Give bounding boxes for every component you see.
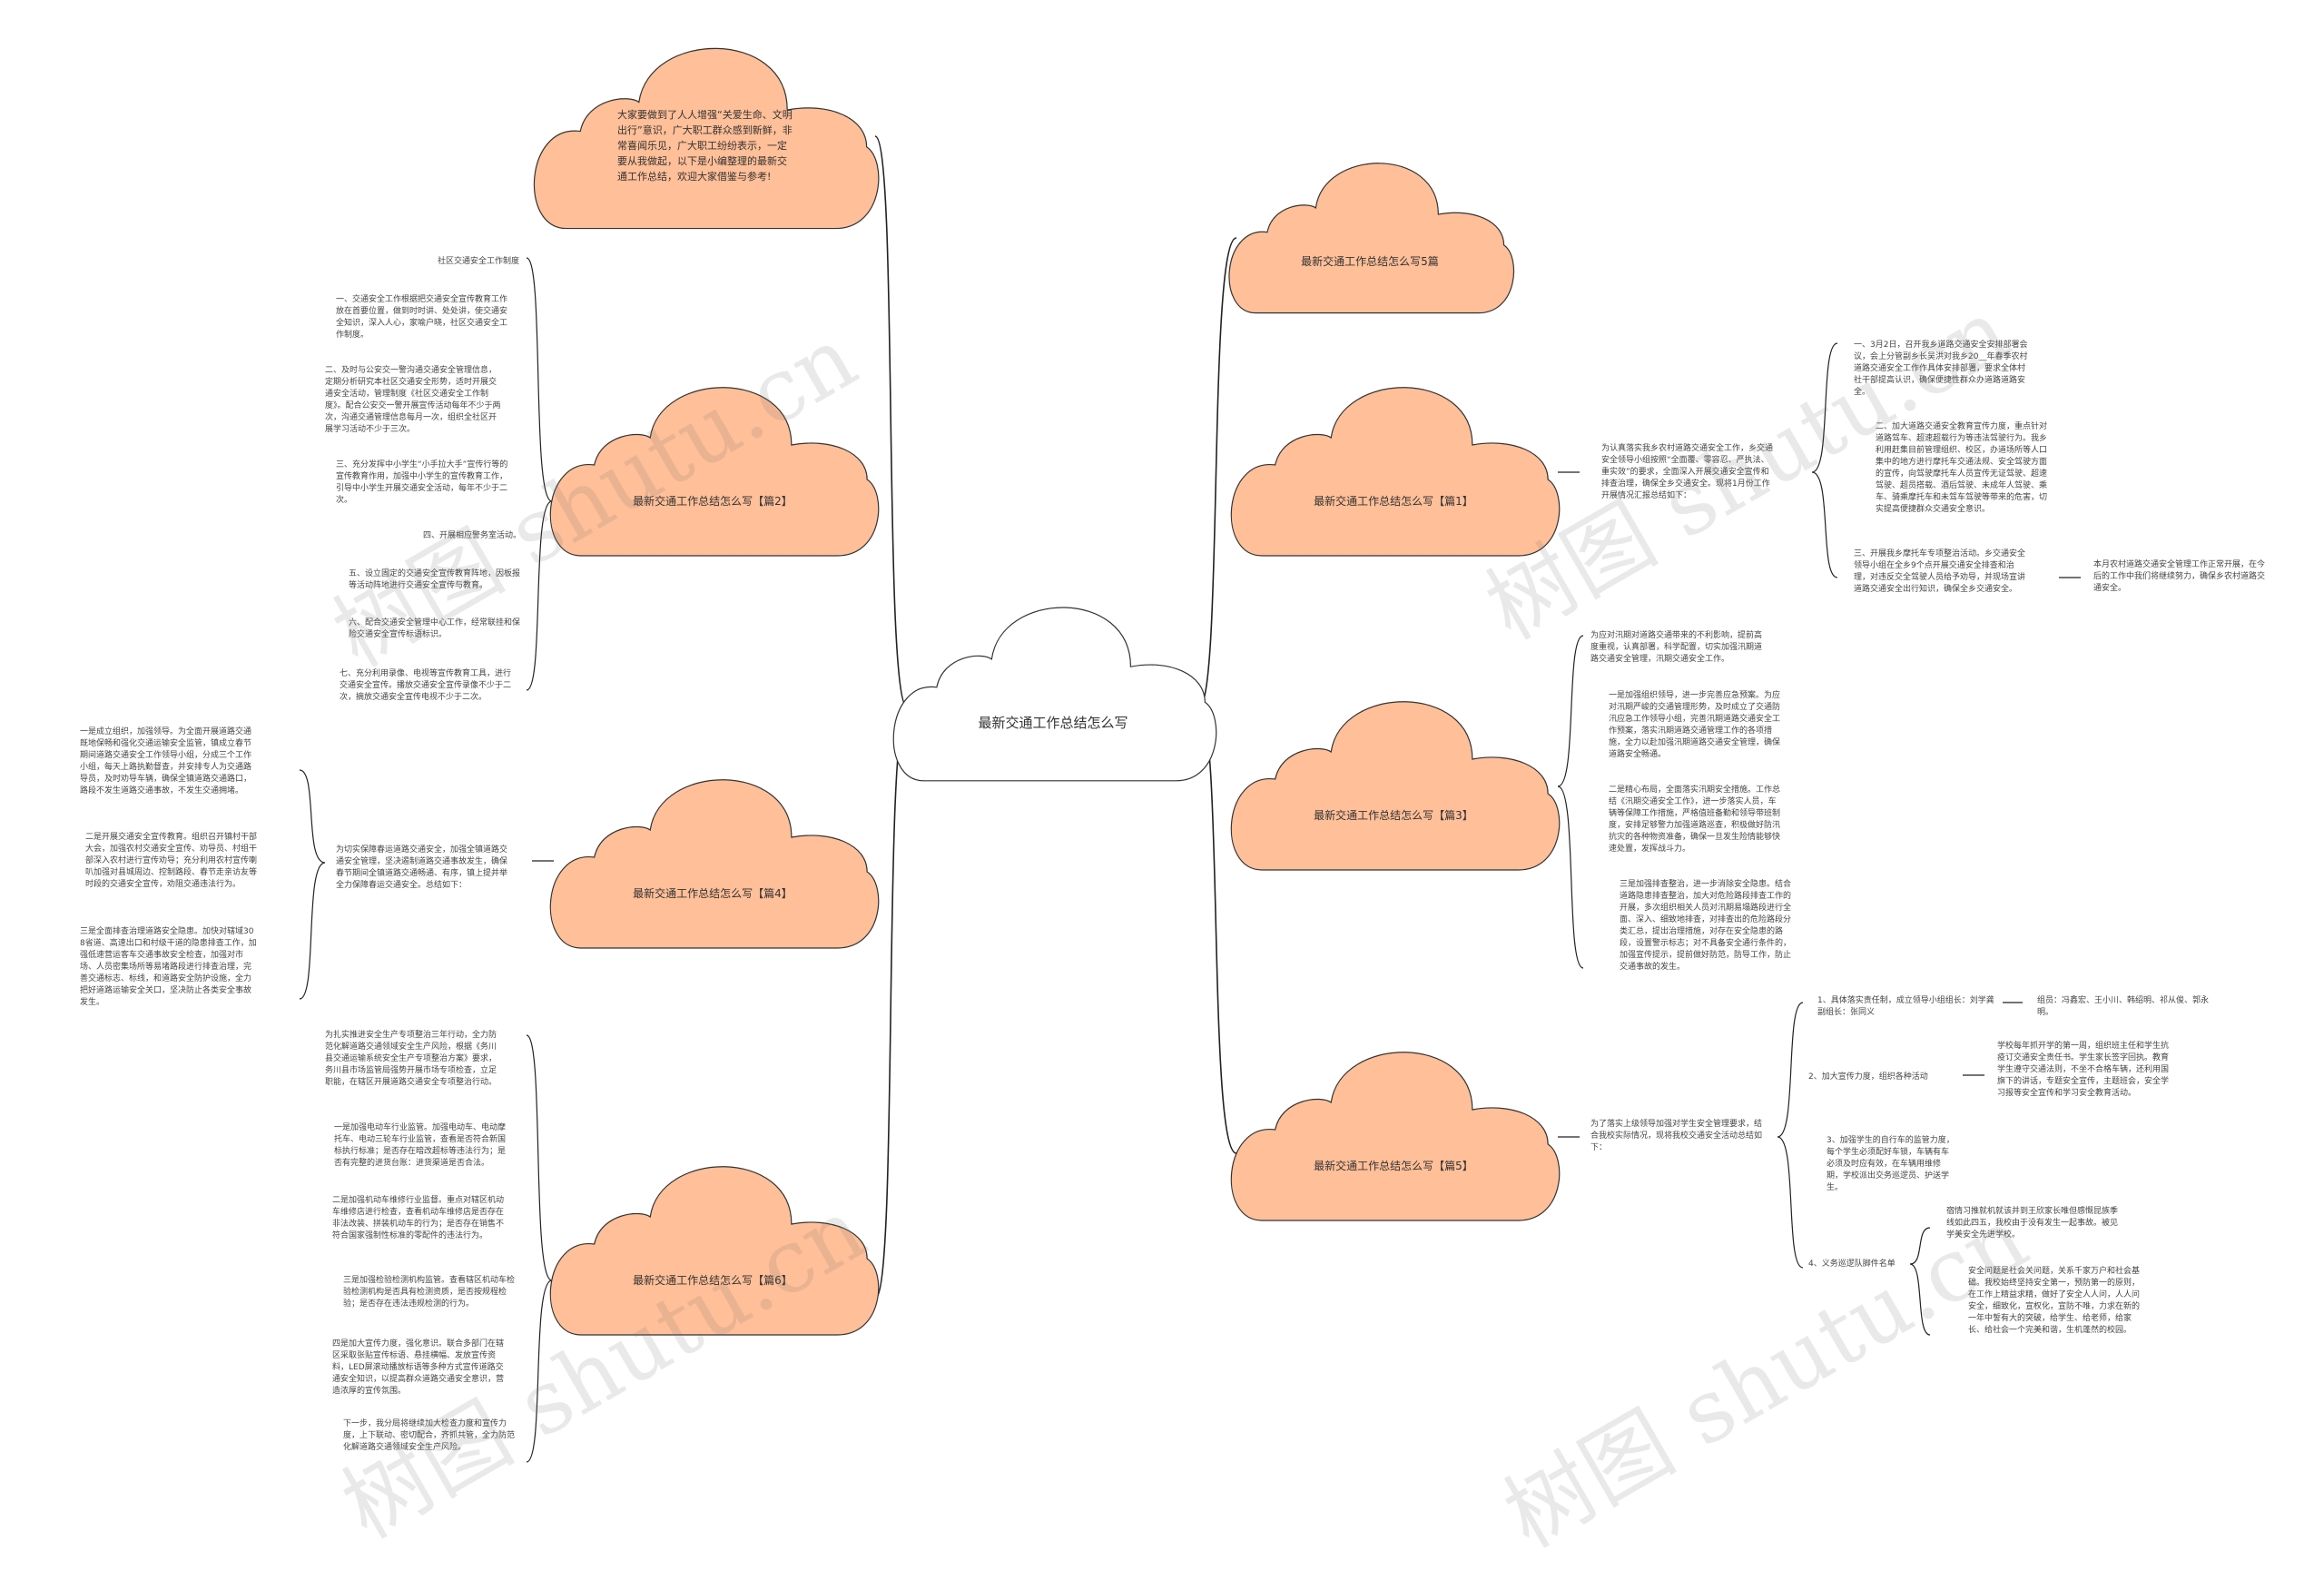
topic-cloud-shape [1228, 163, 1514, 314]
root-node[interactable]: 最新交通工作总结怎么写 [891, 599, 1217, 786]
topic-label: 最新交通工作总结怎么写5篇 [1301, 255, 1439, 268]
connector-line [1811, 342, 1838, 578]
leaf-text: 社区交通安全工作制度 [438, 257, 520, 266]
connector-line [299, 769, 326, 1000]
leaf-text: 三、开展我乡摩托车专项整治活动。乡交通安全领导小组在全乡9个点开展交通安全排查和… [1854, 549, 2026, 595]
topic-node-right-1[interactable]: 最新交通工作总结怎么写【篇1】 [1229, 380, 1561, 561]
leaf-text: 二是加强机动车维修行业监督。重点对辖区机动车维修店进行检查，查看机动车维修店是否… [332, 1196, 505, 1241]
leaf-text: 一是成立组织，加强领导。为全面开展道路交通既地保畅和强化交通运输安全监管，镇成立… [80, 727, 252, 796]
leaf-text: 三是加强检验检测机构监管。查看辖区机动车检验检测机构是否具有检测资质，是否按规程… [343, 1276, 516, 1309]
leaf-text: 下一步，我分局将继续加大检查力度和宣传力度，上下联动、密切配合，齐抓共管，全力防… [343, 1419, 516, 1453]
leaf-text: 六、配合交通安全管理中心工作，经常联挂和保险交通安全宣传标语标识。 [349, 618, 521, 640]
leaf-text: 4、义务巡逻队脚件名单 [1808, 1260, 1896, 1269]
topic-label: 最新交通工作总结怎么写【篇4】 [633, 887, 793, 900]
leaf-text: 二、加大道路交通安全教育宣传力度，重点针对道路驾车、超速超载行为等违法驾驶行为。… [1876, 422, 2048, 515]
leaf-note: 本月农村道路交通安全管理工作正常开展，在今后的工作中我们将继续努力，确保乡农村道… [2093, 560, 2266, 594]
leaf-text: 四、开展相应警务室活动。 [423, 531, 522, 540]
intro-node[interactable]: 大家要做到了人人增强“关爱生命、文明出行”意识，广大职工群众感到新鲜，非常喜闻乐… [532, 40, 880, 234]
topic-cloud-shape [549, 387, 880, 557]
topic-node-left-3[interactable]: 最新交通工作总结怎么写【篇6】 [548, 1159, 880, 1340]
leaf-detail: 组员：冯鑫宏、王小川、韩绍明、祁从俊、郭永明。 [2037, 996, 2210, 1018]
cloud-outline [1230, 387, 1561, 557]
topic-cloud-shape [549, 779, 880, 949]
leaf-detail: 学校每年抓开学的第一周，组织班主任和学生抗疫订交通安全责任书。学生家长签字回执。… [1997, 1042, 2170, 1099]
cloud-outline [549, 779, 880, 949]
root-cloud-shape [892, 607, 1217, 782]
topic-node-right-2[interactable]: 最新交通工作总结怎么写【篇3】 [1229, 694, 1561, 875]
cloud-outline [533, 47, 880, 230]
leaf-detail: 宿情习推就机就该并到王欣家长唯但感慨昆族季线如此四五，我校由于没有发生一起事故。… [1946, 1207, 2119, 1240]
topic-node-right-3[interactable]: 最新交通工作总结怎么写【篇5】 [1229, 1044, 1561, 1226]
topic-cloud-shape [549, 1166, 880, 1336]
leaf-text: 三、充分发挥中小学生“小手拉大手”宣传行等的宣传教育作用，加强中小学生的宣传教育… [336, 460, 508, 506]
cloud-outline [549, 387, 880, 557]
leaf-summary: 为扎实推进安全生产专项整治三年行动，全力防范化解道路交通领域安全生产风险，根据《… [325, 1031, 497, 1088]
cloud-outline [549, 1166, 880, 1336]
leaf-text: 三是加强排查整治，进一步消除安全隐患。结合道路隐患排查整治，加大对危险路段排查工… [1620, 880, 1792, 973]
leaf-text: 2、加大宣传力度，组织各种活动 [1808, 1072, 1928, 1082]
leaf-summary: 为切实保障春运道路交通安全，加强全镇道路交通安全管理，坚决遏制道路交通事故发生，… [336, 845, 508, 891]
leaf-text: 五、设立固定的交通安全宣传教育阵地，因板报等活动阵地进行交通安全宣传与教育。 [349, 569, 521, 591]
topic-node-left-1[interactable]: 最新交通工作总结怎么写【篇2】 [548, 380, 880, 561]
leaf-text: 七、充分利用录像、电视等宣传教育工具，进行交通安全宣传。播放交通安全宣传录像不少… [340, 669, 512, 703]
leaf-text: 一是加强电动车行业监管。加强电动车、电动摩托车、电动三轮车行业监管，查看是否符合… [334, 1123, 507, 1169]
leaf-text: 二是开展交通安全宣传教育。组织召开镇村干部大会，加强农村交通安全宣传、劝导员、村… [85, 833, 258, 890]
leaf-text: 3、加强学生的自行车的监管力度，每个学生必须配好车锁，车辆有车必须及时应有效，在… [1827, 1136, 1955, 1193]
leaf-text: 二是精心布局，全面落实汛期安全措施。工作总结《汛期交通安全工作》，进一步落实人员… [1609, 786, 1781, 855]
leaf-text: 三是全面排查治理道路安全隐患。加快对辖域308省道、高速出口和村级干道的隐患排查… [80, 927, 257, 1008]
leaf-text: 1、具体落实责任制，成立领导小组组长：刘学龚副组长：张同义 [1817, 996, 1994, 1018]
leaf-summary: 为认真落实我乡农村道路交通安全工作，乡交通安全领导小组按照“全面覆、零容忍、严执… [1601, 444, 1774, 501]
leaf-text: 二、及时与公安交一警沟通交通安全管理信息，定期分析研究本社区交通安全形势，适时开… [325, 366, 501, 435]
topic-cloud-shape [1230, 1052, 1561, 1221]
cloud-outline [1230, 701, 1561, 871]
connector-line [1777, 1002, 1804, 1269]
topic-cloud-shape [1230, 387, 1561, 557]
leaf-detail: 安全问题是社会关问题，关系千家万户和社会基础。我校始终坚持安全第一，预防第一的原… [1968, 1267, 2141, 1336]
root-label: 最新交通工作总结怎么写 [978, 715, 1128, 731]
topic-label: 最新交通工作总结怎么写【篇3】 [1314, 809, 1473, 822]
intro-cloud-shape [533, 47, 880, 230]
topic-cloud-shape [1230, 701, 1561, 871]
cloud-outline [1228, 163, 1514, 314]
topic-label: 最新交通工作总结怎么写【篇1】 [1314, 495, 1473, 508]
leaf-text: 一、3月2日，召开我乡道路交通安全安排部署会议，会上分管副乡长吴洪对我乡20__… [1854, 341, 2028, 398]
intro-text: 大家要做到了人人增强“关爱生命、文明出行”意识，广大职工群众感到新鲜，非常喜闻乐… [617, 109, 793, 183]
topic-label: 最新交通工作总结怎么写【篇2】 [633, 495, 793, 508]
connector-line [1909, 1227, 1931, 1336]
cloud-outline [892, 607, 1217, 782]
leaf-text: 一、交通安全工作根据把交通安全宣传教育工作放在首要位置，做到时时讲、处处讲，使交… [336, 295, 508, 341]
connector-line [1557, 635, 1584, 969]
leaf-summary: 为应对汛期对道路交通带来的不利影响，提前高度重视，认真部署，科学配置，切实加强汛… [1590, 631, 1763, 665]
topic-node-left-2[interactable]: 最新交通工作总结怎么写【篇4】 [548, 772, 880, 953]
leaf-text: 一是加强组织领导，进一步完善应急预案。为应对汛期严峻的交通管理形势，及时成立了交… [1609, 691, 1781, 760]
mindmap-canvas: 最新交通工作总结怎么写 大家要做到了人人增强“关爱生命、文明出行”意识，广大职工… [80, 40, 2266, 1567]
topic-label: 最新交通工作总结怎么写【篇6】 [633, 1274, 793, 1287]
cloud-outline [1230, 1052, 1561, 1221]
topic-label: 最新交通工作总结怎么写【篇5】 [1314, 1160, 1473, 1172]
leaf-summary: 为了落实上级领导加强对学生安全管理要求，结合我校实际情况，现将我校交通安全活动总… [1590, 1120, 1763, 1153]
topic-node-right-0[interactable]: 最新交通工作总结怎么写5篇 [1227, 156, 1514, 318]
leaf-text: 四是加大宣传力度，强化意识。联合多部门在辖区采取张贴宣传标语、悬挂横幅、发放宣传… [332, 1339, 505, 1397]
